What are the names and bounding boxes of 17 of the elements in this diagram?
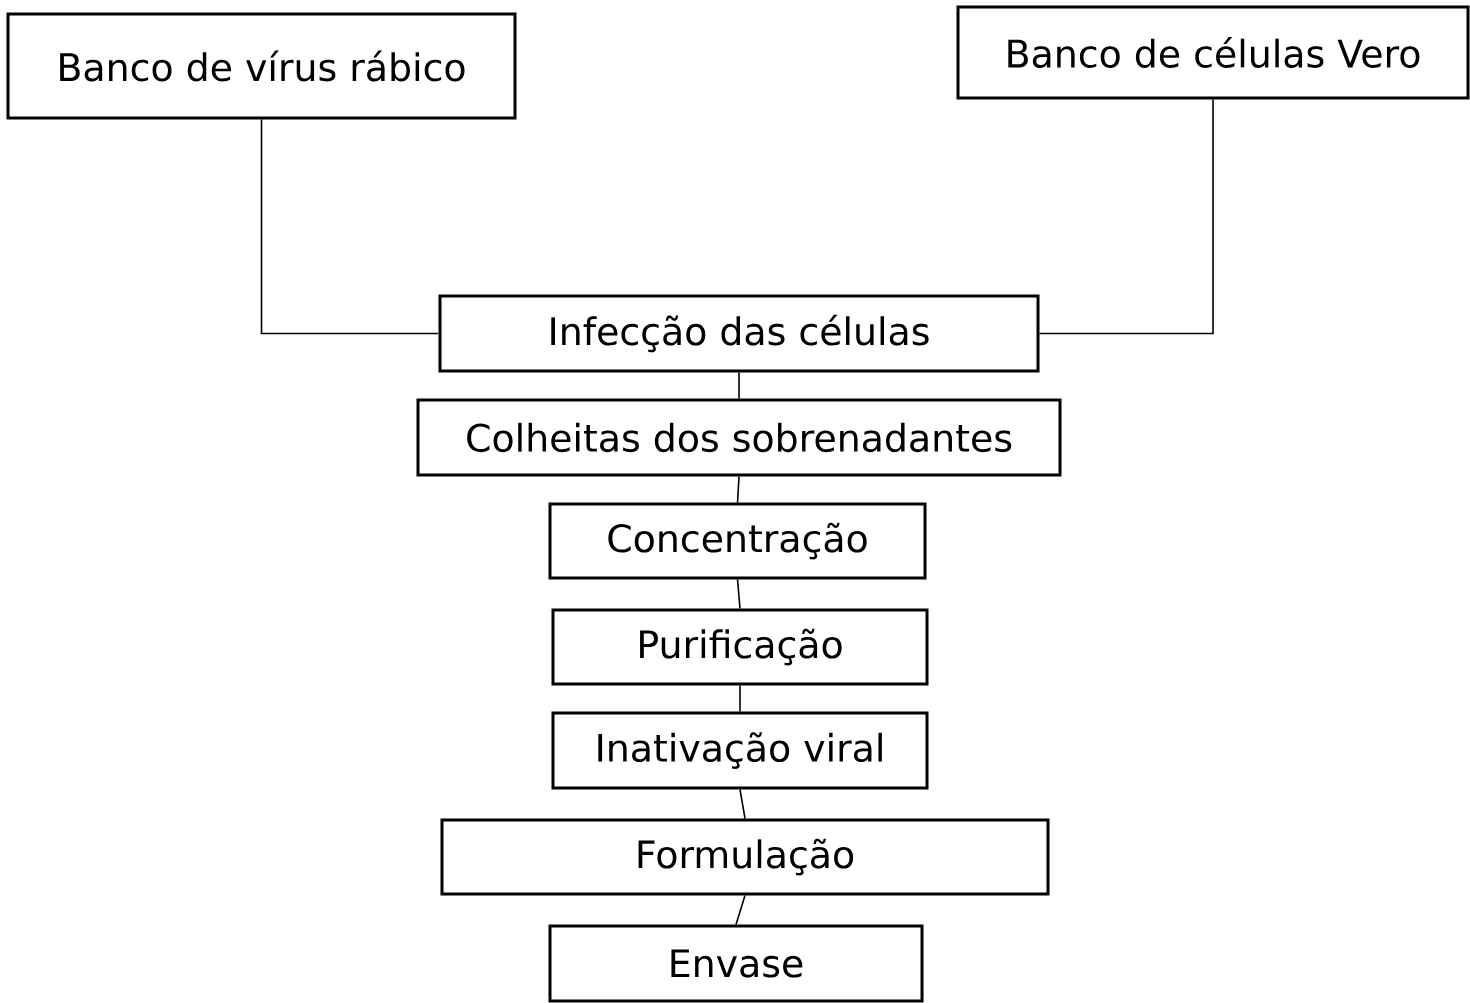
process-box: Infecção das células: [438, 294, 1040, 373]
connector-line: [1038, 98, 1214, 335]
process-box: Concentração: [548, 502, 927, 580]
process-box: Banco de células Vero: [956, 5, 1470, 100]
connector-line: [260, 118, 440, 335]
connector-line: [736, 578, 741, 610]
process-box: Purificação: [551, 608, 929, 686]
connector-line: [735, 894, 746, 926]
connector-line: [739, 684, 741, 713]
connector-line: [738, 371, 740, 400]
process-box: Inativação viral: [551, 711, 929, 790]
process-box: Colheitas dos sobrenadantes: [416, 398, 1062, 477]
process-box: Formulação: [440, 818, 1050, 896]
process-box: Banco de vírus rábico: [6, 12, 517, 120]
connector-line: [736, 475, 740, 504]
connector-line: [739, 788, 746, 820]
process-box: Envase: [548, 924, 924, 1003]
